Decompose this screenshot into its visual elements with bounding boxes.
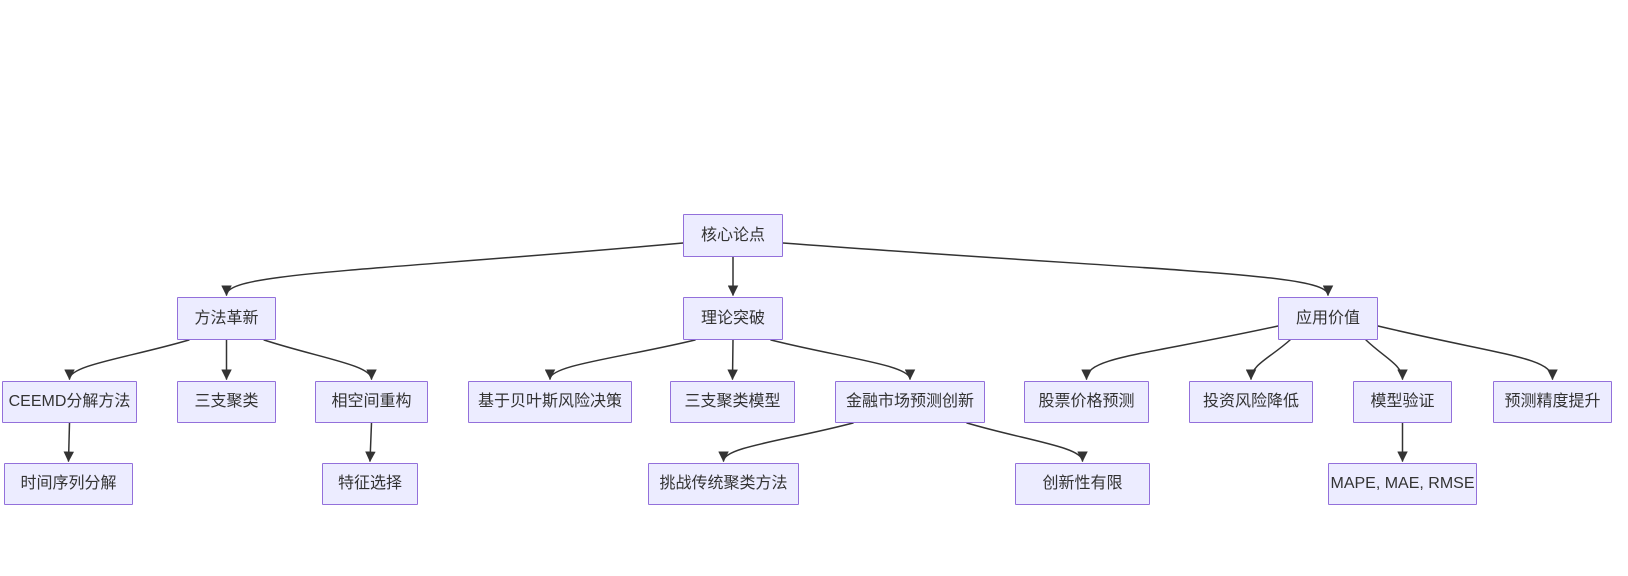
node-label: 三支聚类模型 xyxy=(684,393,781,410)
edge-value-modelval xyxy=(1365,339,1408,381)
node-challenge: 挑战传统聚类方法 xyxy=(648,463,799,505)
edge-finmarket-limited xyxy=(966,422,1088,463)
edge-phase-feature xyxy=(365,422,376,463)
node-label: 投资风险降低 xyxy=(1202,393,1299,410)
node-risk: 投资风险降低 xyxy=(1189,381,1313,423)
node-label: 预测精度提升 xyxy=(1504,393,1601,410)
node-feature: 特征选择 xyxy=(322,463,418,505)
node-label: MAPE, MAE, RMSE xyxy=(1330,475,1475,492)
edge-finmarket-challenge xyxy=(718,422,854,463)
node-threeway: 三支聚类 xyxy=(177,381,276,423)
node-label: 理论突破 xyxy=(700,309,765,327)
node-label: 核心论点 xyxy=(700,226,765,244)
node-metrics: MAPE, MAE, RMSE xyxy=(1328,463,1477,505)
node-value: 应用价值 xyxy=(1278,297,1378,340)
node-label: 挑战传统聚类方法 xyxy=(659,475,788,492)
node-label: 时间序列分解 xyxy=(20,475,117,492)
node-label: 股票价格预测 xyxy=(1038,393,1135,410)
node-label: CEEMD分解方法 xyxy=(8,393,131,410)
node-method: 方法革新 xyxy=(177,297,276,340)
node-label: 特征选择 xyxy=(337,475,402,492)
node-stock: 股票价格预测 xyxy=(1024,381,1149,423)
edge-theory-threemodel xyxy=(727,339,738,381)
node-label: 方法革新 xyxy=(194,309,259,327)
edge-ceemd-timeseries xyxy=(63,422,74,463)
node-label: 创新性有限 xyxy=(1042,475,1123,492)
edge-method-ceemd xyxy=(64,339,190,381)
edge-value-stock xyxy=(1081,325,1279,381)
edge-theory-finmarket xyxy=(770,339,916,381)
node-precision: 预测精度提升 xyxy=(1493,381,1612,423)
node-ceemd: CEEMD分解方法 xyxy=(2,381,137,423)
node-limited: 创新性有限 xyxy=(1015,463,1150,505)
edge-theory-bayes xyxy=(544,339,696,381)
node-label: 应用价值 xyxy=(1295,309,1360,327)
node-modelval: 模型验证 xyxy=(1353,381,1452,423)
node-bayes: 基于贝叶斯风险决策 xyxy=(468,381,632,423)
node-label: 相空间重构 xyxy=(331,393,412,410)
edge-value-precision xyxy=(1377,325,1558,381)
node-threemodel: 三支聚类模型 xyxy=(670,381,795,423)
edge-method-phase xyxy=(263,339,377,381)
edge-root-value xyxy=(782,242,1334,297)
edge-value-risk xyxy=(1245,339,1291,381)
node-theory: 理论突破 xyxy=(683,297,783,340)
node-root: 核心论点 xyxy=(683,214,783,257)
node-phase: 相空间重构 xyxy=(315,381,428,423)
node-label: 模型验证 xyxy=(1370,393,1435,410)
node-timeseries: 时间序列分解 xyxy=(4,463,133,505)
node-label: 金融市场预测创新 xyxy=(845,393,974,410)
edge-root-method xyxy=(221,242,684,297)
node-label: 三支聚类 xyxy=(194,393,259,410)
node-finmarket: 金融市场预测创新 xyxy=(835,381,985,423)
node-label: 基于贝叶斯风险决策 xyxy=(477,393,622,410)
